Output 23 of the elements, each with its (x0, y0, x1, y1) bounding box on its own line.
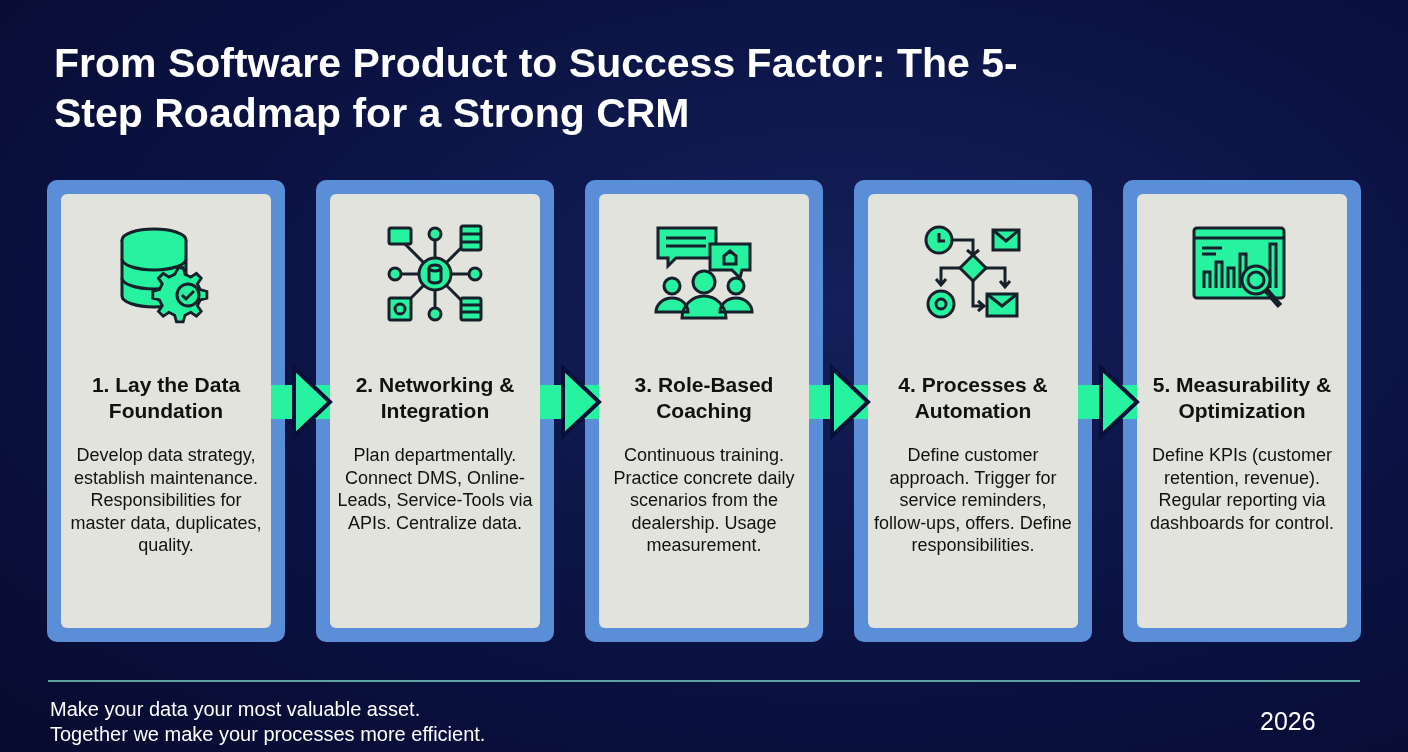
step-description: Define customer approach. Trigger for service reminders, follow-ups, offers. Define responsibilities. (874, 444, 1072, 557)
step-card (316, 180, 554, 642)
step-card (1123, 180, 1361, 642)
footer-text: Together we make your processes more efficient. (50, 722, 486, 746)
step-heading: 5. Measurability & Optimization (1151, 372, 1333, 424)
step-description: Continuous training. Practice concrete daily scenarios from the dealership. Usage measurement. (612, 444, 796, 557)
step-description: Plan departmentally. Connect DMS, Online-Leads, Service-Tools via APIs. Centralize data. (336, 444, 534, 534)
step-heading: 2. Networking & Integration (354, 372, 516, 424)
year-text: 2026 (1260, 706, 1316, 736)
step-heading: 4. Processes & Automation (897, 372, 1049, 424)
step-heading: 3. Role-Based Coaching (633, 372, 775, 424)
step-heading: 1. Lay the Data Foundation (90, 372, 242, 424)
arrow (809, 366, 870, 438)
arrow (540, 366, 601, 438)
arrow (271, 366, 332, 438)
arrow (1078, 366, 1139, 438)
step-card (854, 180, 1092, 642)
step-card (585, 180, 823, 642)
step-description: Develop data strategy, establish maintenance. Responsibilities for master data, duplicates, quality. (69, 444, 263, 557)
footer-text: Make your data your most valuable asset. (50, 697, 421, 721)
step-description: Define KPIs (customer retention, revenue). Regular reporting via dashboards for control. (1148, 444, 1336, 534)
step-card (47, 180, 285, 642)
title: From Software Product to Success Factor: The 5-Step Roadmap for a Strong CRM (54, 39, 1019, 138)
